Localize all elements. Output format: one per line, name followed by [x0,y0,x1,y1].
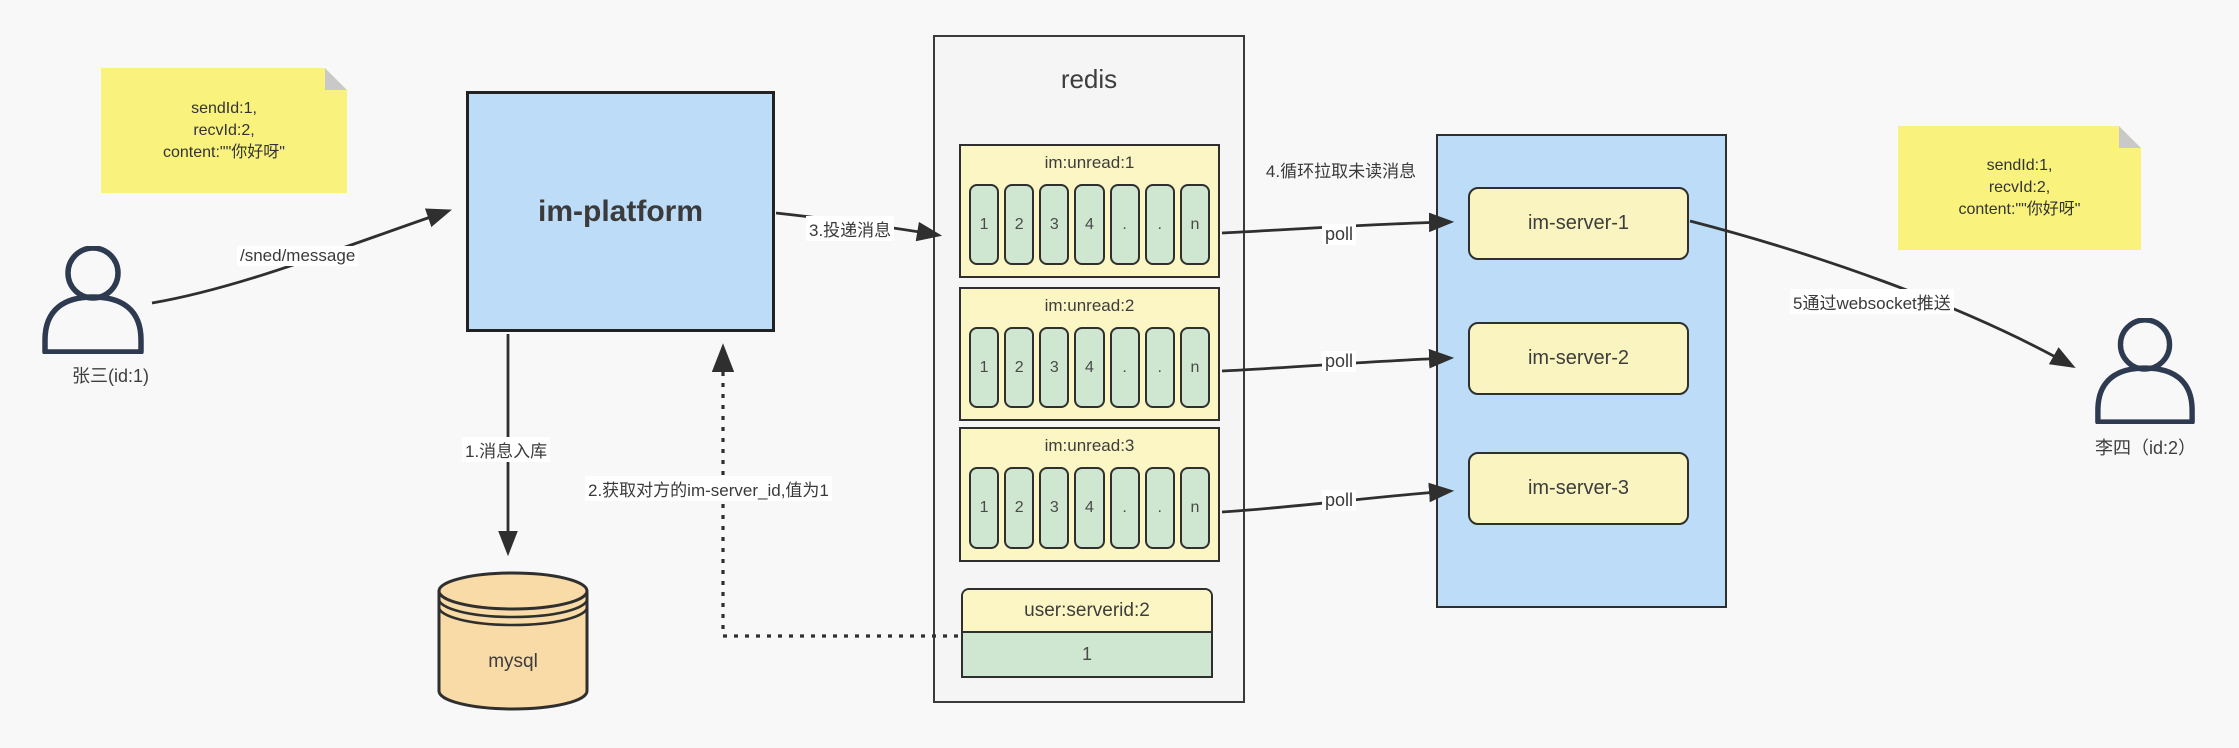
edge-label-step1: 1.消息入库 [462,437,551,462]
queue-cells: 1 2 3 4 . . n [969,467,1210,549]
queue-name: im:unread:2 [1044,296,1135,315]
note-line: recvId:2, [193,121,255,139]
edge-label-step2: 2.获取对方的im-server_id,值为1 [585,476,832,501]
queue-name: im:unread:3 [1044,436,1135,455]
edge-label-poll-3: poll [1322,490,1357,511]
im-platform-label: im-platform [538,194,703,228]
queue-im-unread-1: im:unread:1 1 2 3 4 . . n [959,144,1220,278]
im-server-1-node: im-server-1 [1468,187,1689,260]
queue-cell: 3 [1039,184,1070,265]
sender-label: 张三(id:1) [71,366,149,386]
mapping-key: user:serverid:2 [963,590,1211,633]
note-fold-corner-icon [325,68,347,90]
user-icon [2095,318,2195,424]
queue-cell: n [1179,467,1210,549]
queue-cell: 3 [1039,327,1070,408]
edge-label-step4: 4.循环拉取未读消息 [1265,162,1417,181]
queue-cell: 4 [1074,184,1105,265]
queue-cell: 3 [1039,467,1070,549]
user-icon [42,246,144,354]
mysql-database-icon [437,571,589,711]
mysql-label: mysql [488,651,538,672]
sticky-note-push-payload: sendId:1, recvId:2, content:""你好呀" [1898,126,2141,250]
im-server-2-node: im-server-2 [1468,322,1689,395]
user-serverid-mapping: user:serverid:2 1 [961,588,1213,678]
queue-cell: 1 [969,467,1000,549]
queue-cell: 2 [1004,327,1035,408]
queue-cell: 1 [969,184,1000,265]
note-fold-corner-icon [2119,126,2141,148]
mapping-value: 1 [963,633,1211,676]
queue-cell: . [1144,467,1175,549]
note-line: content:""你好呀" [1958,201,2081,218]
queue-cell: 4 [1074,467,1105,549]
redis-title: redis [1060,64,1118,94]
note-line: content:""你好呀" [163,143,285,161]
edge-label-step5: 5通过websocket推送 [1790,289,1954,314]
queue-cell: n [1179,327,1210,408]
note-line: recvId:2, [1988,179,2051,196]
note-line: sendId:1, [1986,157,2053,174]
sticky-note-request: sendId:1, recvId:2, content:""你好呀" [101,68,347,193]
queue-cells: 1 2 3 4 . . n [969,327,1210,408]
edge-label-poll-2: poll [1322,351,1357,372]
queue-cell: . [1144,184,1175,265]
queue-im-unread-3: im:unread:3 1 2 3 4 . . n [959,427,1220,562]
edge-label-poll-1: poll [1322,224,1357,245]
queue-cell: . [1144,327,1175,408]
queue-cell: . [1109,327,1140,408]
edge-label-send-path: /sned/message [237,246,359,266]
queue-name: im:unread:1 [1044,153,1135,172]
queue-cell: 2 [1004,184,1035,265]
queue-cell: . [1109,467,1140,549]
queue-cells: 1 2 3 4 . . n [969,184,1210,265]
im-server-3-node: im-server-3 [1468,452,1689,525]
queue-cell: 4 [1074,327,1105,408]
queue-cell: . [1109,184,1140,265]
receiver-label: 李四（id:2） [2094,438,2197,458]
queue-im-unread-2: im:unread:2 1 2 3 4 . . n [959,287,1220,421]
im-platform-node: im-platform [466,91,775,332]
queue-cell: 2 [1004,467,1035,549]
queue-cell: 1 [969,327,1000,408]
queue-cell: n [1179,184,1210,265]
note-line: sendId:1, [191,99,257,117]
edge-label-step3: 3.投递消息 [806,216,895,241]
